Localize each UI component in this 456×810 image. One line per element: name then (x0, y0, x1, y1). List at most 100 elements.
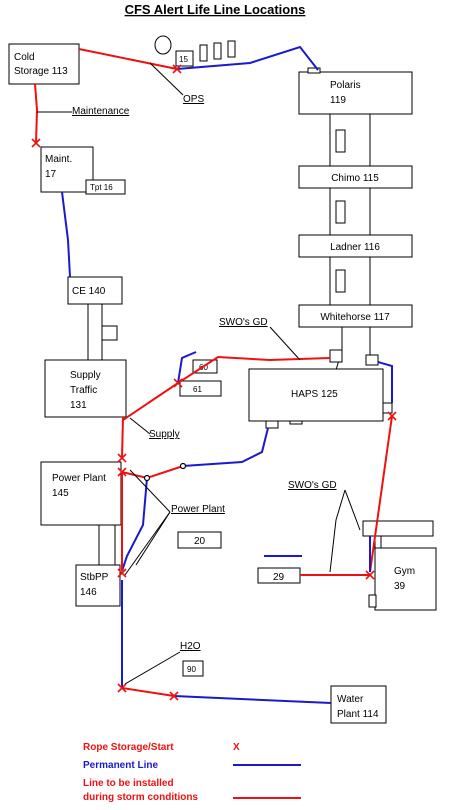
rope-x-stbpp (117, 568, 127, 578)
gym-label-2: 39 (394, 581, 406, 592)
corridor-annex (335, 269, 346, 293)
whitehorse-label: Whitehorse 117 (320, 312, 390, 323)
rope-x-gym (365, 570, 375, 580)
building-ce: CE 140 (67, 276, 123, 305)
building-supply-traffic: Supply Traffic 131 (44, 359, 127, 418)
small-structure (213, 42, 222, 60)
building-tpt: Tpt 16 (85, 179, 126, 195)
leader-swo-upper (269, 326, 301, 361)
annotation-maintenance: Maintenance (72, 106, 130, 117)
ce-corridor (87, 303, 103, 361)
permanent-line-power-stbpp (121, 477, 148, 572)
leader-swo-lower (329, 489, 346, 573)
permanent-line-haps-east (377, 361, 393, 403)
building-stbpp: StbPP 146 (75, 564, 121, 607)
supply-label-2: Traffic (70, 385, 97, 396)
supply-label-1: Supply (70, 370, 101, 381)
maint-label-2: 17 (45, 169, 57, 180)
legend-install-label-2: during storm conditions (83, 792, 198, 803)
ce-label: CE 140 (72, 286, 106, 297)
legend-rope-label: Rope Storage/Start (83, 742, 174, 753)
permanent-line-60 (177, 351, 197, 384)
storm-line-haps-gym (369, 415, 393, 573)
polaris-label-2: 119 (330, 95, 346, 106)
building-chimo: Chimo 115 (298, 165, 413, 189)
small-structure (227, 40, 236, 58)
building-61: 61 (179, 380, 222, 397)
annotation-swo-gd-lower: SWO's GD (288, 480, 337, 491)
stbpp-label-1: StbPP (80, 572, 109, 583)
building-power-plant: Power Plant 145 (40, 461, 122, 526)
water-plant-label-2: Plant 114 (337, 709, 379, 720)
rope-x-haps (387, 411, 397, 421)
chimo-label: Chimo 115 (331, 173, 379, 184)
building-60-label: 60 (199, 363, 208, 372)
rope-marks (31, 64, 397, 701)
building-polaris: Polaris 119 (298, 67, 413, 115)
rope-x-61 (173, 378, 183, 388)
junction-dot (179, 462, 187, 470)
building-61-label: 61 (193, 385, 202, 394)
legend-rope-symbol: X (233, 742, 240, 753)
storm-line-supply-haps (122, 355, 331, 421)
tank-shape (154, 35, 172, 55)
permanent-line-maint-ce (61, 191, 71, 278)
maint-label-1: Maint. (45, 154, 72, 165)
rope-x-ops (172, 64, 182, 74)
gym-label-1: Gym (394, 566, 415, 577)
permanent-line-water-plant (173, 695, 332, 704)
leader-power-plant-2 (124, 511, 171, 576)
building-90-label: 90 (187, 665, 196, 674)
power-plant-label-2: 145 (52, 488, 69, 499)
leader-h2o (124, 651, 181, 685)
building-water-plant: Water Plant 114 (330, 685, 387, 724)
power-plant-label-1: Power Plant (52, 473, 106, 484)
corridor-link (335, 327, 343, 371)
annotation-ops: OPS (183, 94, 204, 105)
rope-x-power-1 (117, 453, 127, 463)
annotation-power-plant: Power Plant (171, 504, 225, 515)
rope-x-h2o-2 (169, 691, 179, 701)
junction-dot (143, 474, 151, 482)
annotation-supply: Supply (149, 429, 180, 440)
corridor-annex (335, 200, 346, 224)
building-29: 29 (257, 567, 301, 584)
building-20-label: 20 (194, 536, 206, 547)
building-90: 90 (182, 660, 204, 677)
storm-line-cold-storage-maint (34, 83, 39, 144)
stbpp-label-2: 146 (80, 587, 97, 598)
map-title: CFS Alert Life Line Locations (125, 2, 306, 17)
rope-x-power-2 (117, 467, 127, 477)
building-cold-storage: Cold Storage 113 (8, 43, 80, 85)
storm-line-supply-power (121, 416, 124, 459)
storm-line-power-east (121, 465, 184, 480)
polaris-label-1: Polaris (330, 80, 361, 91)
water-plant-label-1: Water (337, 694, 364, 705)
building-maint: Maint. 17 (40, 146, 94, 193)
legend-permanent-label: Permanent Line (83, 760, 158, 771)
ladner-label: Ladner 116 (330, 242, 380, 253)
leader-ops (149, 62, 184, 96)
building-20: 20 (177, 531, 222, 549)
building-haps: HAPS 125 (248, 349, 393, 429)
annotation-swo-gd-upper: SWO's GD (219, 317, 268, 328)
legend-install-label-1: Line to be installed (83, 778, 174, 789)
building-29-label: 29 (273, 572, 285, 583)
cold-storage-label-1: Cold (14, 52, 35, 63)
rope-x-maint (31, 138, 41, 148)
rope-x-h2o-1 (117, 683, 127, 693)
small-structure (199, 44, 208, 62)
leader-power-plant-3 (135, 511, 171, 566)
building-15-label: 15 (179, 55, 188, 64)
storm-line-h2o (121, 687, 175, 697)
ce-annex (101, 325, 118, 341)
tpt-label: Tpt 16 (90, 183, 113, 192)
permanent-line-ops-polaris (176, 45, 319, 71)
leader-power-plant (129, 469, 171, 513)
storm-line-cold-storage-ops (78, 48, 178, 70)
stbpp-corridor (98, 524, 116, 566)
supply-label-3: 131 (70, 400, 87, 411)
haps-label: HAPS 125 (291, 389, 338, 400)
building-ladner: Ladner 116 (298, 234, 413, 258)
